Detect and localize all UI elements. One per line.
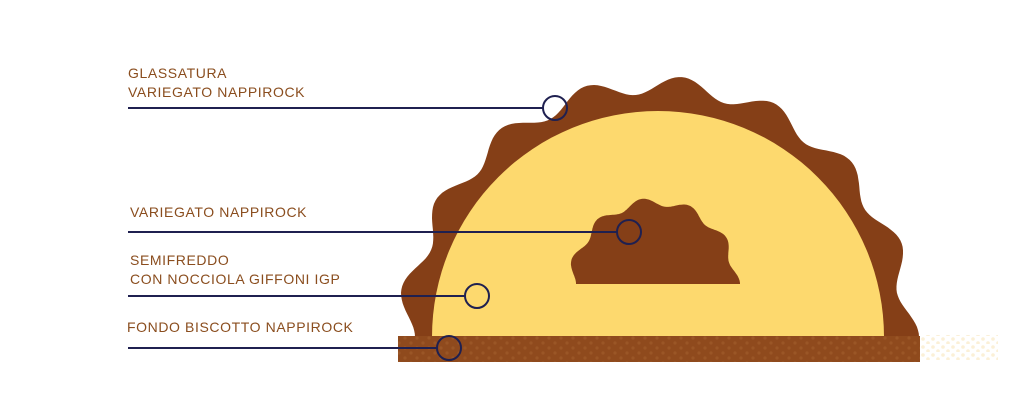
label-semifreddo: SEMIFREDDO CON NOCCIOLA GIFFONI IGP xyxy=(130,251,340,289)
base-fade-texture xyxy=(920,335,998,361)
label-glassatura-line1: GLASSATURA xyxy=(128,65,228,81)
label-variegato-line1: VARIEGATO NAPPIROCK xyxy=(130,204,308,220)
label-fondo-line1: FONDO BISCOTTO NAPPIROCK xyxy=(127,319,354,335)
label-variegato: VARIEGATO NAPPIROCK xyxy=(130,203,307,222)
biscuit-base-texture xyxy=(398,336,920,362)
label-semifreddo-line1: SEMIFREDDO xyxy=(130,252,230,268)
label-fondo: FONDO BISCOTTO NAPPIROCK xyxy=(127,318,354,337)
base-marker-ring xyxy=(436,335,462,361)
label-semifreddo-line2: CON NOCCIOLA GIFFONI IGP xyxy=(130,271,341,287)
core-marker-ring xyxy=(616,219,642,245)
label-glassatura: GLASSATURA VARIEGATO NAPPIROCK xyxy=(128,64,305,102)
label-glassatura-line2: VARIEGATO NAPPIROCK xyxy=(128,84,306,100)
variegato-core-blob xyxy=(570,198,740,284)
semifreddo-marker-ring xyxy=(464,283,490,309)
glaze-marker-ring xyxy=(542,95,568,121)
